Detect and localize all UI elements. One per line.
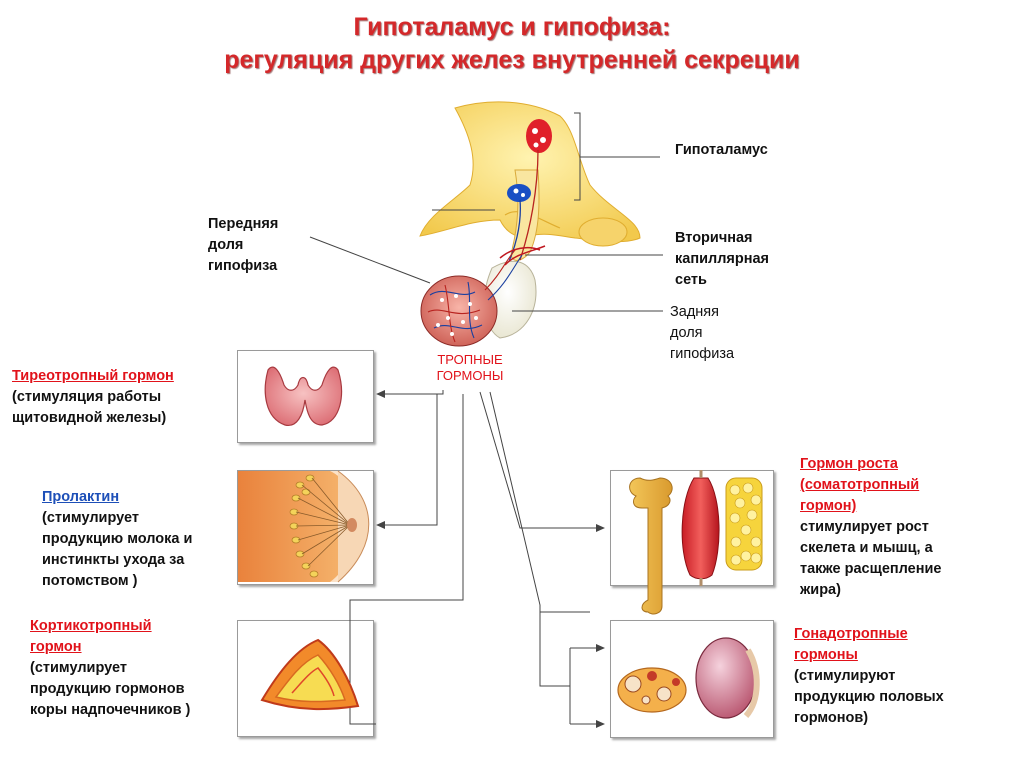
corticotropic-name-2: гормон bbox=[30, 639, 82, 655]
growth-hormone-name-1: Гормон роста bbox=[800, 456, 898, 472]
anterior-lobe-label: Передняя доля гипофиза bbox=[208, 216, 279, 274]
tropic-hormones-label: ТРОПНЫЕ ГОРМОНЫ bbox=[436, 352, 504, 383]
thyroid-hormone-name: Тиреотропный гормон bbox=[12, 368, 174, 384]
corticotropic-label: Кортикотропный гормон (стимулирует проду… bbox=[30, 618, 191, 718]
thyroid-hormone-label: Тиреотропный гормон (стимуляция работы щ… bbox=[12, 368, 174, 426]
corticotropic-name-1: Кортикотропный bbox=[30, 618, 152, 634]
page-subtitle: регуляция других желез внутренней секрец… bbox=[224, 46, 800, 74]
thyroid-image-box bbox=[237, 350, 374, 443]
muscle-illustration bbox=[681, 470, 720, 586]
fat-illustration bbox=[725, 477, 763, 571]
growth-hormone-name-2: (соматотропный bbox=[800, 477, 920, 493]
testis-illustration bbox=[695, 637, 760, 719]
growth-hormone-label: Гормон роста (соматотропный гормон) стим… bbox=[800, 456, 942, 598]
ovary-illustration bbox=[617, 667, 687, 713]
pointer-lines bbox=[309, 112, 663, 312]
growth-hormone-name-3: гормон) bbox=[800, 498, 857, 514]
gonadotropic-label: Гонадотропные гормоны (стимулируют проду… bbox=[794, 626, 944, 726]
prolactin-name: Пролактин bbox=[42, 489, 120, 505]
connector-arrows bbox=[349, 390, 605, 728]
bone-illustration bbox=[629, 477, 673, 615]
gonadotropic-name-1: Гонадотропные bbox=[794, 626, 908, 642]
capillary-network-label: Вторичная капиллярная сеть bbox=[675, 230, 770, 288]
hypothalamus-label: Гипоталамус bbox=[675, 142, 768, 158]
pituitary-illustration bbox=[419, 101, 641, 347]
breast-illustration bbox=[238, 470, 370, 583]
gonadotropic-name-2: гормоны bbox=[794, 647, 858, 663]
page-title: Гипоталамус и гипофиза: bbox=[353, 13, 671, 41]
prolactin-label: Пролактин (стимулирует продукцию молока … bbox=[42, 489, 193, 589]
adrenal-illustration bbox=[260, 638, 360, 711]
posterior-lobe-label: Задняя доля гипофиза bbox=[670, 304, 735, 362]
thyroid-illustration bbox=[264, 366, 343, 426]
